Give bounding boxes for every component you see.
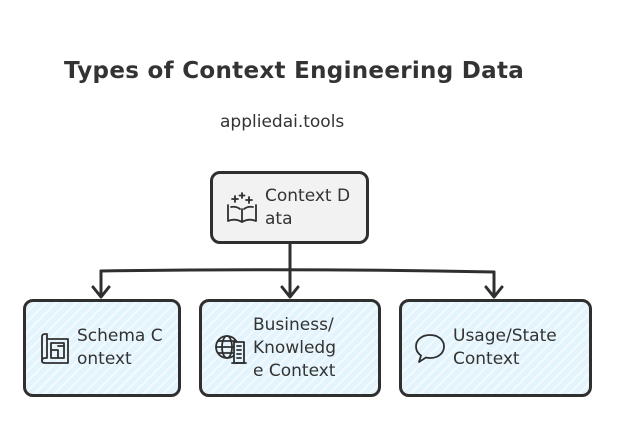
node-label-schema-context: Schema Context <box>77 326 163 369</box>
node-schema-context: Schema Context <box>23 299 181 397</box>
node-label-context-data: Context Data <box>265 185 351 229</box>
node-business-knowledge-context: Business/Knowledge Context <box>199 299 381 397</box>
globe-building-icon <box>215 335 247 364</box>
node-label-business-knowledge-context: Business/Knowledge Context <box>253 314 336 381</box>
node-context-data: Context Data <box>210 171 369 244</box>
diagram-subtitle: appliedai.tools <box>220 112 345 132</box>
arrowhead-schema <box>91 285 111 299</box>
speech-bubble-icon <box>415 334 445 363</box>
node-label-usage-state-context: Usage/State Context <box>453 326 557 369</box>
node-usage-state-context: Usage/State Context <box>399 299 592 397</box>
book-sparkle-icon <box>227 191 257 223</box>
diagram-title: Types of Context Engineering Data <box>64 58 525 84</box>
blueprint-icon <box>41 333 69 364</box>
connector-bus <box>99 268 496 274</box>
arrowhead-business <box>280 285 300 299</box>
arrowhead-usage <box>484 285 504 299</box>
